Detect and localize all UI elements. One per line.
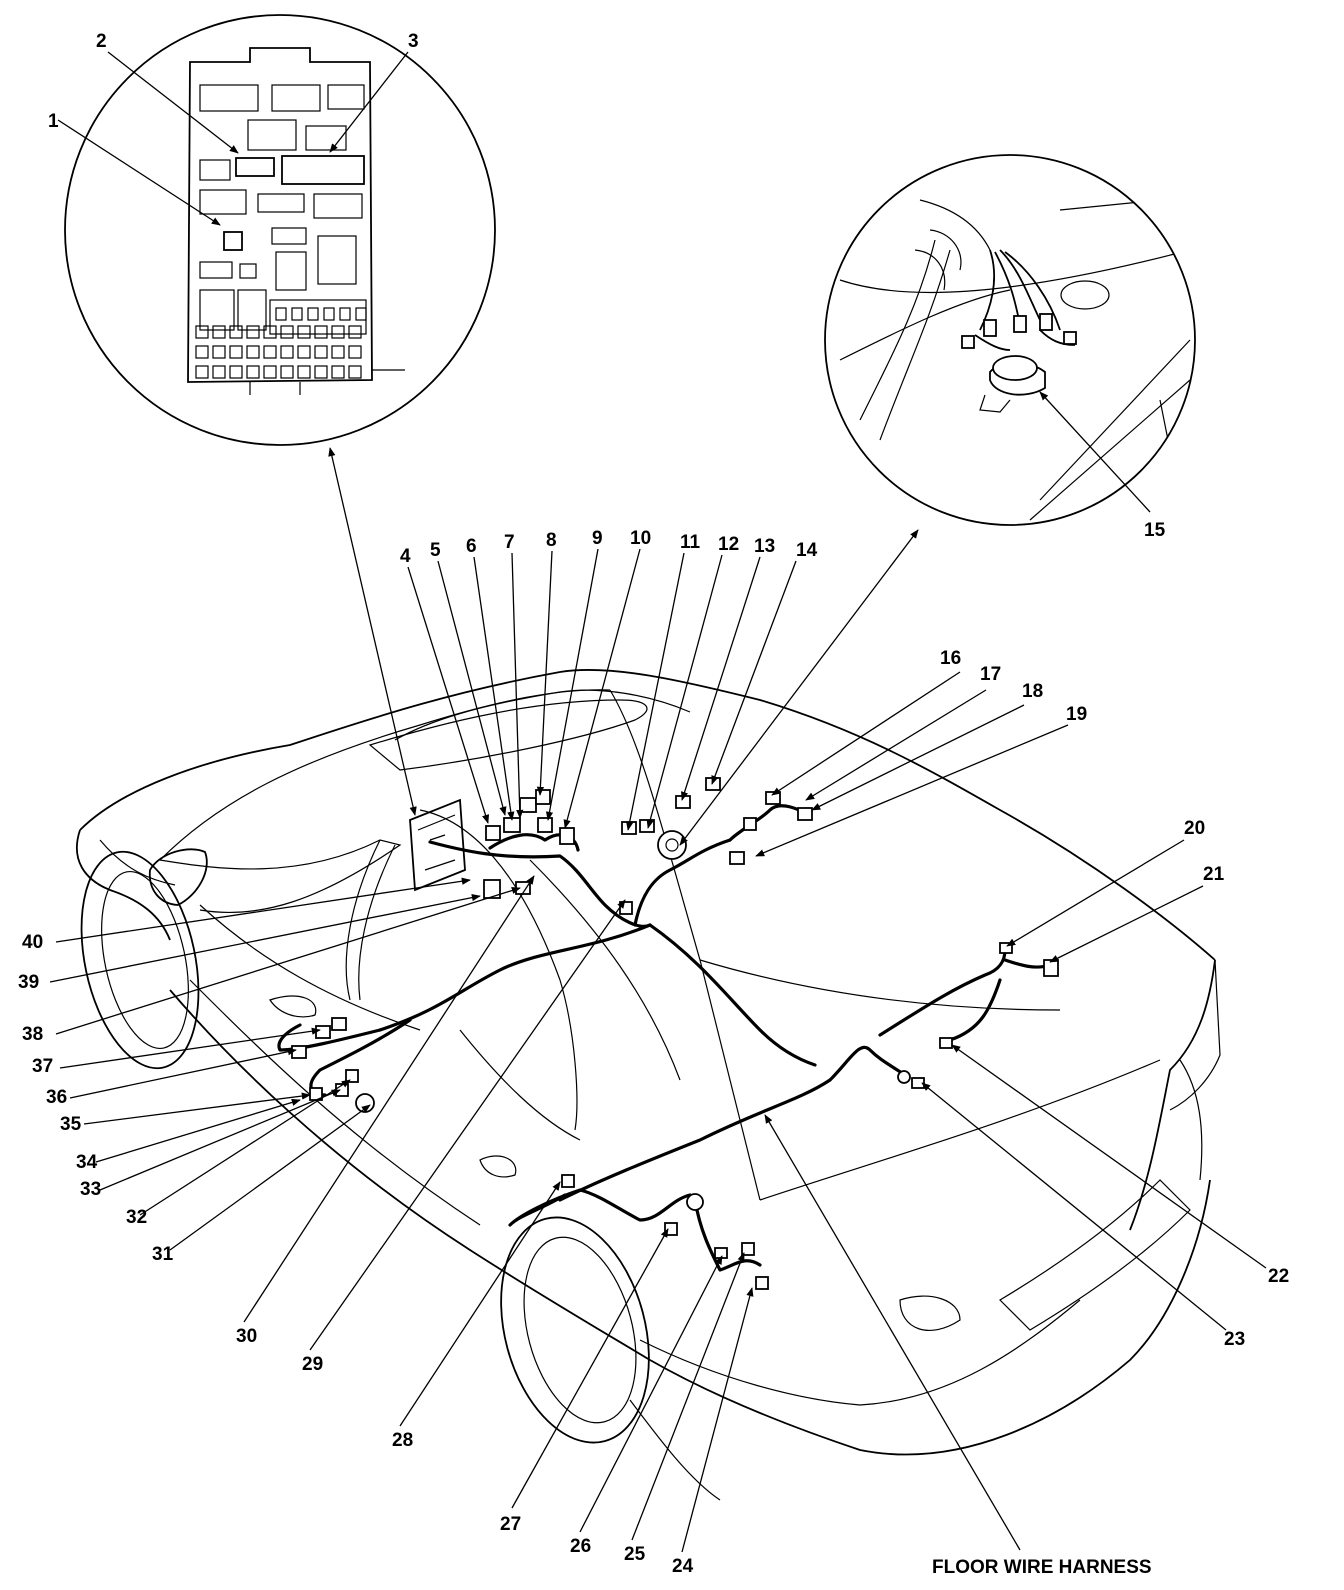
harness [277, 804, 1052, 1272]
callout-20: 20 [1184, 818, 1205, 839]
leader-27 [511, 1228, 669, 1509]
leader-to-right-inset [679, 529, 919, 846]
leader-5 [437, 560, 507, 816]
callout-15: 15 [1144, 520, 1166, 541]
leader-2 [107, 51, 239, 154]
callout-26: 26 [570, 1536, 591, 1557]
leader-29 [309, 899, 626, 1351]
leader-30 [243, 875, 535, 1323]
callout-35: 35 [60, 1114, 82, 1135]
callout-33: 33 [80, 1179, 101, 1200]
leader-3 [329, 51, 409, 153]
fuse-grid [195, 307, 367, 379]
leader-13 [681, 556, 761, 801]
callout-8: 8 [546, 530, 557, 551]
leader-35 [83, 1092, 311, 1125]
callout-7: 7 [504, 532, 515, 553]
callout-12: 12 [718, 534, 739, 555]
callout-27: 27 [500, 1514, 521, 1535]
floor-wire-harness-label: FLOOR WIRE HARNESS [932, 1557, 1152, 1578]
leader-34 [95, 1098, 301, 1163]
grommets [355, 830, 911, 1211]
callout-31: 31 [152, 1244, 174, 1265]
leader-19 [755, 724, 1069, 857]
fuse-box-inset [64, 14, 496, 446]
leader-7 [511, 552, 524, 819]
under-dash-box [409, 798, 466, 892]
callout-19: 19 [1066, 704, 1087, 725]
callout-28: 28 [392, 1430, 413, 1451]
callout-21: 21 [1203, 864, 1225, 885]
leader-4 [407, 566, 490, 824]
callout-3: 3 [408, 31, 419, 52]
callout-37: 37 [32, 1056, 53, 1077]
leader-38 [55, 886, 521, 1035]
leader-1 [57, 119, 221, 226]
callout-6: 6 [466, 536, 477, 557]
leader-23 [921, 1082, 1227, 1331]
callout-9: 9 [592, 528, 603, 549]
callout-1: 1 [48, 111, 59, 132]
callout-18: 18 [1022, 681, 1043, 702]
callout-10: 10 [630, 528, 651, 549]
leader-floor-harness [764, 1114, 1021, 1551]
callout-34: 34 [76, 1152, 98, 1173]
leader-24 [681, 1287, 754, 1553]
callout-14: 14 [796, 540, 818, 561]
leader-6 [473, 556, 515, 821]
floor-connector-inset [824, 154, 1196, 526]
callout-30: 30 [236, 1326, 257, 1347]
leader-31 [169, 1104, 371, 1251]
leader-16 [771, 671, 961, 796]
leader-36 [69, 1048, 297, 1099]
leader-26 [579, 1255, 723, 1533]
callout-11: 11 [680, 532, 701, 553]
callout-5: 5 [430, 540, 441, 561]
leader-22 [951, 1044, 1267, 1269]
leader-21 [1049, 885, 1204, 963]
leader-box-to-inset [328, 447, 417, 816]
callout-36: 36 [46, 1087, 67, 1108]
leader-14 [711, 560, 797, 785]
leader-40 [55, 877, 471, 943]
leader-28 [399, 1181, 561, 1427]
callout-29: 29 [302, 1354, 323, 1375]
callout-23: 23 [1224, 1329, 1245, 1350]
leader-20 [1006, 839, 1185, 947]
callout-17: 17 [980, 664, 1001, 685]
leader-17 [805, 689, 987, 801]
leader-10 [563, 548, 641, 829]
callout-32: 32 [126, 1207, 147, 1228]
callout-38: 38 [22, 1024, 43, 1045]
leader-8 [536, 550, 553, 796]
callout-40: 40 [22, 932, 43, 953]
leader-9 [545, 548, 599, 821]
callout-39: 39 [18, 972, 39, 993]
leader-39 [49, 894, 481, 983]
callout-22: 22 [1268, 1266, 1289, 1287]
callout-2: 2 [96, 31, 107, 52]
leader-15 [1039, 391, 1151, 513]
leader-32 [139, 1079, 351, 1216]
leader-25 [631, 1252, 745, 1541]
callout-16: 16 [940, 648, 961, 669]
leader-lines [49, 51, 1267, 1553]
callout-24: 24 [672, 1556, 694, 1577]
leader-11 [626, 552, 685, 831]
car-body [75, 669, 1221, 1501]
leader-33 [99, 1089, 341, 1191]
callout-4: 4 [400, 546, 411, 567]
fuse-box [187, 47, 405, 395]
leader-37 [59, 1027, 321, 1069]
callout-13: 13 [754, 536, 775, 557]
callout-25: 25 [624, 1544, 646, 1565]
